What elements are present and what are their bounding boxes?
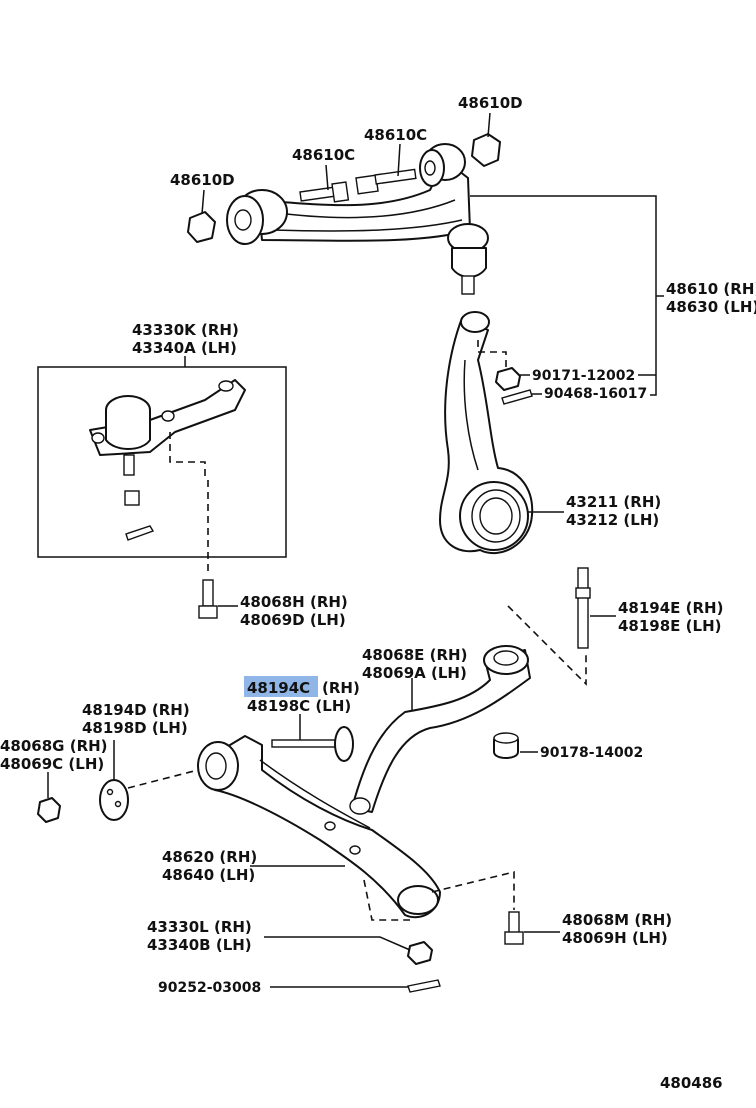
label-lower-arm-rh: 48620 (RH) (162, 848, 257, 866)
lower-bolt[interactable] (504, 911, 524, 945)
cotter-pin[interactable] (407, 979, 441, 993)
ball-joint-nut[interactable] (124, 490, 140, 506)
label-ball-joint-lh: 43340A (LH) (132, 339, 237, 357)
label-lower-bolt-lh: 48069H (LH) (562, 929, 668, 947)
steering-knuckle[interactable] (439, 311, 534, 555)
ball-joint-inset-box (37, 366, 287, 558)
label-cam-bolt-rh-suffix: (RH) (322, 679, 360, 697)
nut-knuckle[interactable] (495, 367, 521, 391)
label-lower-rear-rh: 48068E (RH) (362, 646, 467, 664)
upper-bolt-right[interactable] (355, 168, 417, 195)
label-lower-ball-rh: 43330L (RH) (147, 918, 252, 936)
cam-plate[interactable] (99, 779, 129, 821)
lower-nut[interactable] (493, 732, 519, 759)
label-stud-lh: 48198E (LH) (618, 617, 721, 635)
label-cam-plate-lh: 48198D (LH) (82, 719, 188, 737)
label-stud-rh: 48194E (RH) (618, 599, 723, 617)
lower-ball-nut[interactable] (407, 941, 433, 965)
pin-knuckle[interactable] (501, 389, 533, 405)
lower-rear-arm[interactable] (349, 645, 531, 815)
front-nut[interactable] (37, 797, 61, 823)
label-cotter-pin: 90252-03008 (158, 980, 261, 996)
label-lower-arm-lh: 48640 (LH) (162, 866, 255, 884)
nut-upper-left[interactable] (187, 211, 216, 243)
label-ball-joint-rh: 43330K (RH) (132, 321, 239, 339)
label-cam-bolt-lh: 48198C (LH) (247, 697, 351, 715)
label-bolt-ball-rh: 48068H (RH) (240, 593, 348, 611)
label-lower-ball-lh: 43340B (LH) (147, 936, 252, 954)
nut-upper-right[interactable] (471, 133, 501, 167)
lower-control-arm[interactable] (197, 735, 441, 919)
upper-control-arm[interactable] (226, 143, 489, 295)
cam-bolt[interactable] (271, 726, 354, 762)
ball-joint-cotter[interactable] (125, 525, 155, 541)
label-bolt-upper-left: 48610C (292, 146, 355, 164)
label-upper-arm-lh: 48630 (LH) (666, 298, 756, 316)
figure-number: 480486 (660, 1074, 723, 1092)
label-nut-front-lh: 48069C (LH) (0, 755, 104, 773)
label-nut-front-rh: 48068G (RH) (0, 737, 108, 755)
ball-joint-bolt[interactable] (198, 579, 218, 619)
label-bolt-upper-right: 48610C (364, 126, 427, 144)
label-pin-knuckle: 90468-16017 (544, 386, 647, 402)
label-knuckle-rh: 43211 (RH) (566, 493, 661, 511)
label-bolt-ball-lh: 48069D (LH) (240, 611, 346, 629)
label-nut-knuckle: 90171-12002 (532, 368, 635, 384)
highlight-cam-bolt (244, 676, 318, 697)
label-lower-rear-lh: 48069A (LH) (362, 664, 467, 682)
label-knuckle-lh: 43212 (LH) (566, 511, 659, 529)
label-cam-bolt-rh-code: 48194C (247, 679, 310, 697)
label-nut-lower: 90178-14002 (540, 745, 643, 761)
label-upper-arm-rh: 48610 (RH) (666, 280, 756, 298)
label-lower-bolt-rh: 48068M (RH) (562, 911, 672, 929)
label-nut-upper-right: 48610D (458, 94, 523, 112)
label-nut-upper-left: 48610D (170, 171, 235, 189)
label-cam-plate-rh: 48194D (RH) (82, 701, 190, 719)
ball-joint-assembly[interactable] (89, 379, 246, 476)
stud-bolt[interactable] (575, 567, 591, 649)
upper-bolt-left[interactable] (299, 181, 350, 203)
